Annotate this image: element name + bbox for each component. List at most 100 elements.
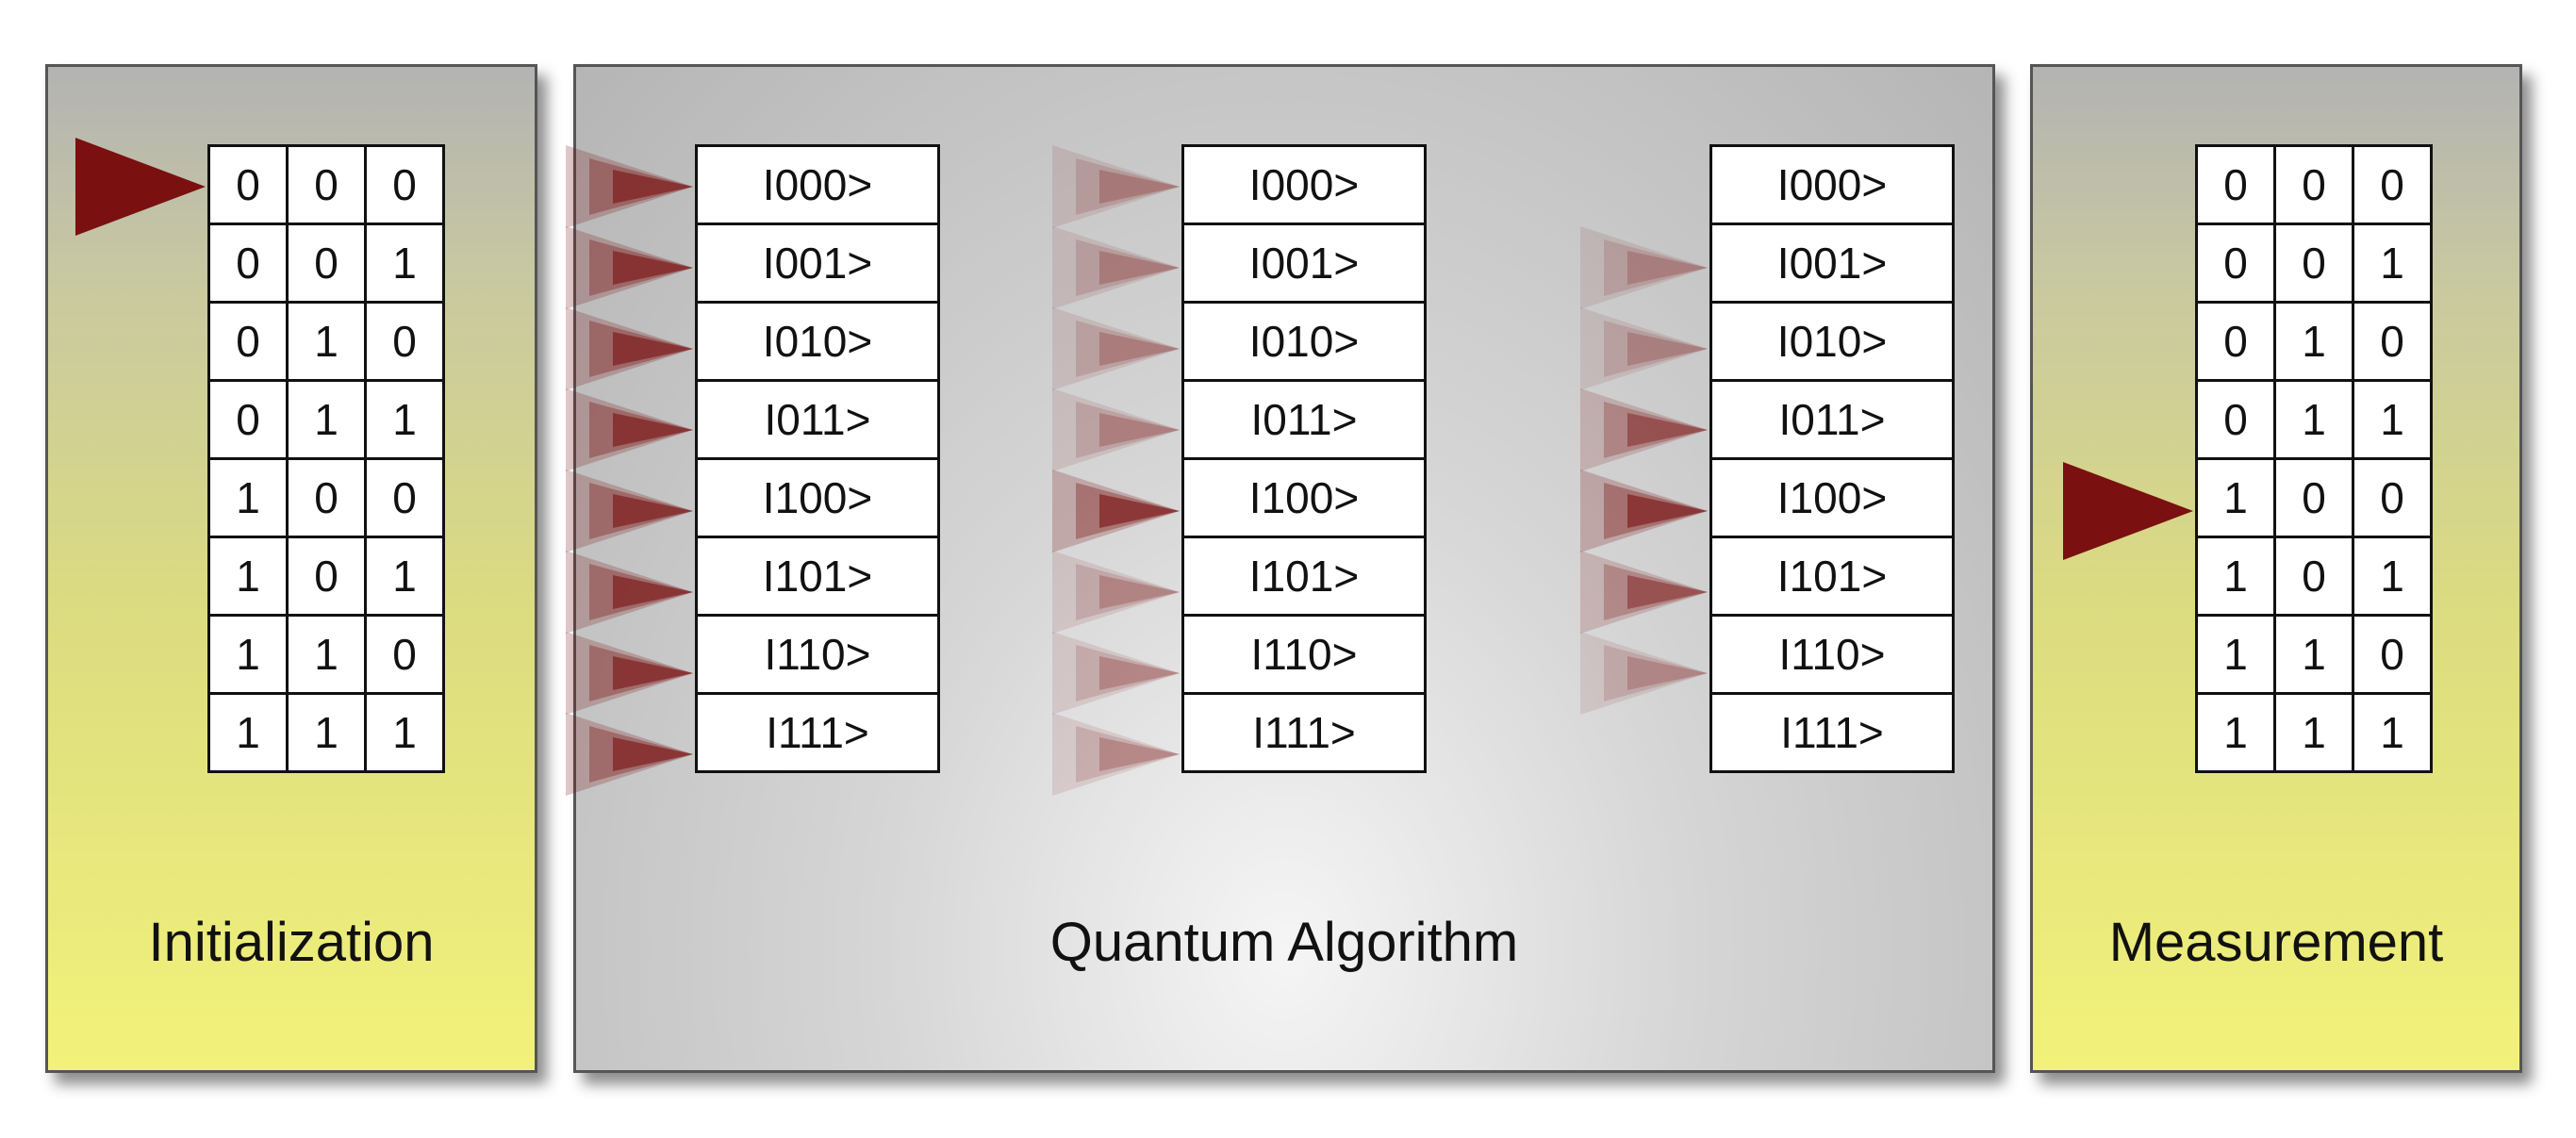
measurement-bit-cell: 1	[2273, 614, 2354, 695]
amplitude-arrow-halo	[1580, 632, 1708, 715]
amplitude-arrow-mid	[1076, 158, 1180, 215]
ket-row: I100>	[1181, 457, 1427, 538]
amplitude-arrow-core	[613, 575, 693, 609]
amplitude-arrow-halo	[1580, 388, 1708, 471]
measurement-bit-cell: 0	[2273, 223, 2354, 304]
ket-row: I000>	[1181, 144, 1427, 225]
ket-state-cell: I000>	[1181, 144, 1427, 225]
amplitude-arrow-mid	[1604, 564, 1708, 620]
measurement-bit-cell: 0	[2352, 144, 2433, 225]
amplitude-arrow-core	[613, 737, 693, 771]
amplitude-arrow-core	[1627, 656, 1708, 690]
ket-row: I011>	[1181, 379, 1427, 460]
initialization-bit-cell: 0	[286, 536, 367, 617]
amplitude-arrow-mid	[1604, 321, 1708, 377]
measurement-bit-cell: 0	[2195, 223, 2276, 304]
measurement-marker-arrow	[2063, 462, 2193, 560]
ket-table-stage-1: I000>I001>I010>I011>I100>I101>I110>I111>	[695, 144, 940, 773]
measurement-bit-cell: 1	[2273, 301, 2354, 382]
ket-state-cell: I100>	[695, 457, 940, 538]
ket-row: I111>	[1181, 692, 1427, 773]
amplitude-arrow-core	[1099, 737, 1180, 771]
measurement-bit-cell: 0	[2273, 536, 2354, 617]
amplitude-arrow-mid	[1076, 402, 1180, 458]
initialization-bit-cell: 0	[364, 301, 445, 382]
amplitude-arrow-halo	[1580, 551, 1708, 634]
ket-row: I100>	[1709, 457, 1955, 538]
measurement-bit-cell: 1	[2352, 379, 2433, 460]
ket-table-stage-3: I000>I001>I010>I011>I100>I101>I110>I111>	[1709, 144, 1955, 773]
ket-state-cell: I101>	[1181, 536, 1427, 617]
initialization-bit-cell: 1	[286, 614, 367, 695]
ket-row: I110>	[1709, 614, 1955, 695]
amplitude-arrow-core	[1099, 413, 1180, 447]
ket-row: I010>	[695, 301, 940, 382]
ket-state-cell: I111>	[1709, 692, 1955, 773]
initialization-bit-cell: 0	[286, 457, 367, 538]
ket-state-cell: I110>	[1709, 614, 1955, 695]
amplitude-arrow-core	[1099, 251, 1180, 285]
ket-row: I100>	[695, 457, 940, 538]
initialization-bit-cell: 1	[286, 692, 367, 773]
measurement-bit-cell: 0	[2352, 457, 2433, 538]
ket-state-cell: I111>	[695, 692, 940, 773]
amplitude-arrow-mid	[1604, 645, 1708, 701]
ket-row: I001>	[1181, 223, 1427, 304]
initialization-bit-cell: 0	[207, 223, 289, 304]
amplitude-arrow-core	[1627, 575, 1708, 609]
measurement-bit-cell: 0	[2195, 379, 2276, 460]
amplitude-arrow-mid	[1604, 239, 1708, 296]
initialization-bit-cell: 1	[286, 379, 367, 460]
initialization-bit-cell: 0	[207, 301, 289, 382]
amplitude-arrow-mid	[1076, 726, 1180, 783]
measurement-bit-cell: 0	[2273, 144, 2354, 225]
measurement-bit-cell: 0	[2273, 457, 2354, 538]
ket-state-cell: I000>	[695, 144, 940, 225]
ket-state-cell: I001>	[1709, 223, 1955, 304]
amplitude-arrow-core	[1099, 170, 1180, 204]
amplitude-arrow-core	[613, 332, 693, 366]
amplitude-arrow-core	[613, 494, 693, 528]
ket-state-cell: I100>	[1709, 457, 1955, 538]
amplitude-arrow-core	[1627, 332, 1708, 366]
measurement-bit-cell: 1	[2195, 614, 2276, 695]
ket-row: I110>	[1181, 614, 1427, 695]
amplitude-arrow-core	[1099, 656, 1180, 690]
amplitude-arrow-halo	[1052, 307, 1180, 390]
ket-state-cell: I010>	[695, 301, 940, 382]
initialization-bit-cell: 1	[364, 379, 445, 460]
measurement-bit-cell: 1	[2352, 692, 2433, 773]
ket-row: I001>	[695, 223, 940, 304]
measurement-label: Measurement	[2108, 912, 2444, 973]
ket-state-cell: I001>	[695, 223, 940, 304]
amplitude-arrow-core	[1627, 251, 1708, 285]
ket-state-cell: I101>	[1709, 536, 1955, 617]
amplitude-arrow-halo	[1580, 226, 1708, 309]
amplitude-arrow-mid	[1076, 239, 1180, 296]
ket-row: I010>	[1181, 301, 1427, 382]
ket-row: I101>	[1181, 536, 1427, 617]
amplitude-arrow-halo	[1052, 632, 1180, 715]
ket-state-cell: I010>	[1709, 301, 1955, 382]
measurement-bit-cell: 1	[2273, 379, 2354, 460]
amplitude-arrow-core	[613, 656, 693, 690]
measurement-bit-cell: 1	[2352, 536, 2433, 617]
amplitude-arrow-core	[1627, 494, 1708, 528]
amplitude-arrow-mid	[1604, 402, 1708, 458]
amplitude-arrow-mid	[1076, 321, 1180, 377]
amplitude-arrow-core	[1627, 413, 1708, 447]
amplitude-arrow-core	[1099, 575, 1180, 609]
